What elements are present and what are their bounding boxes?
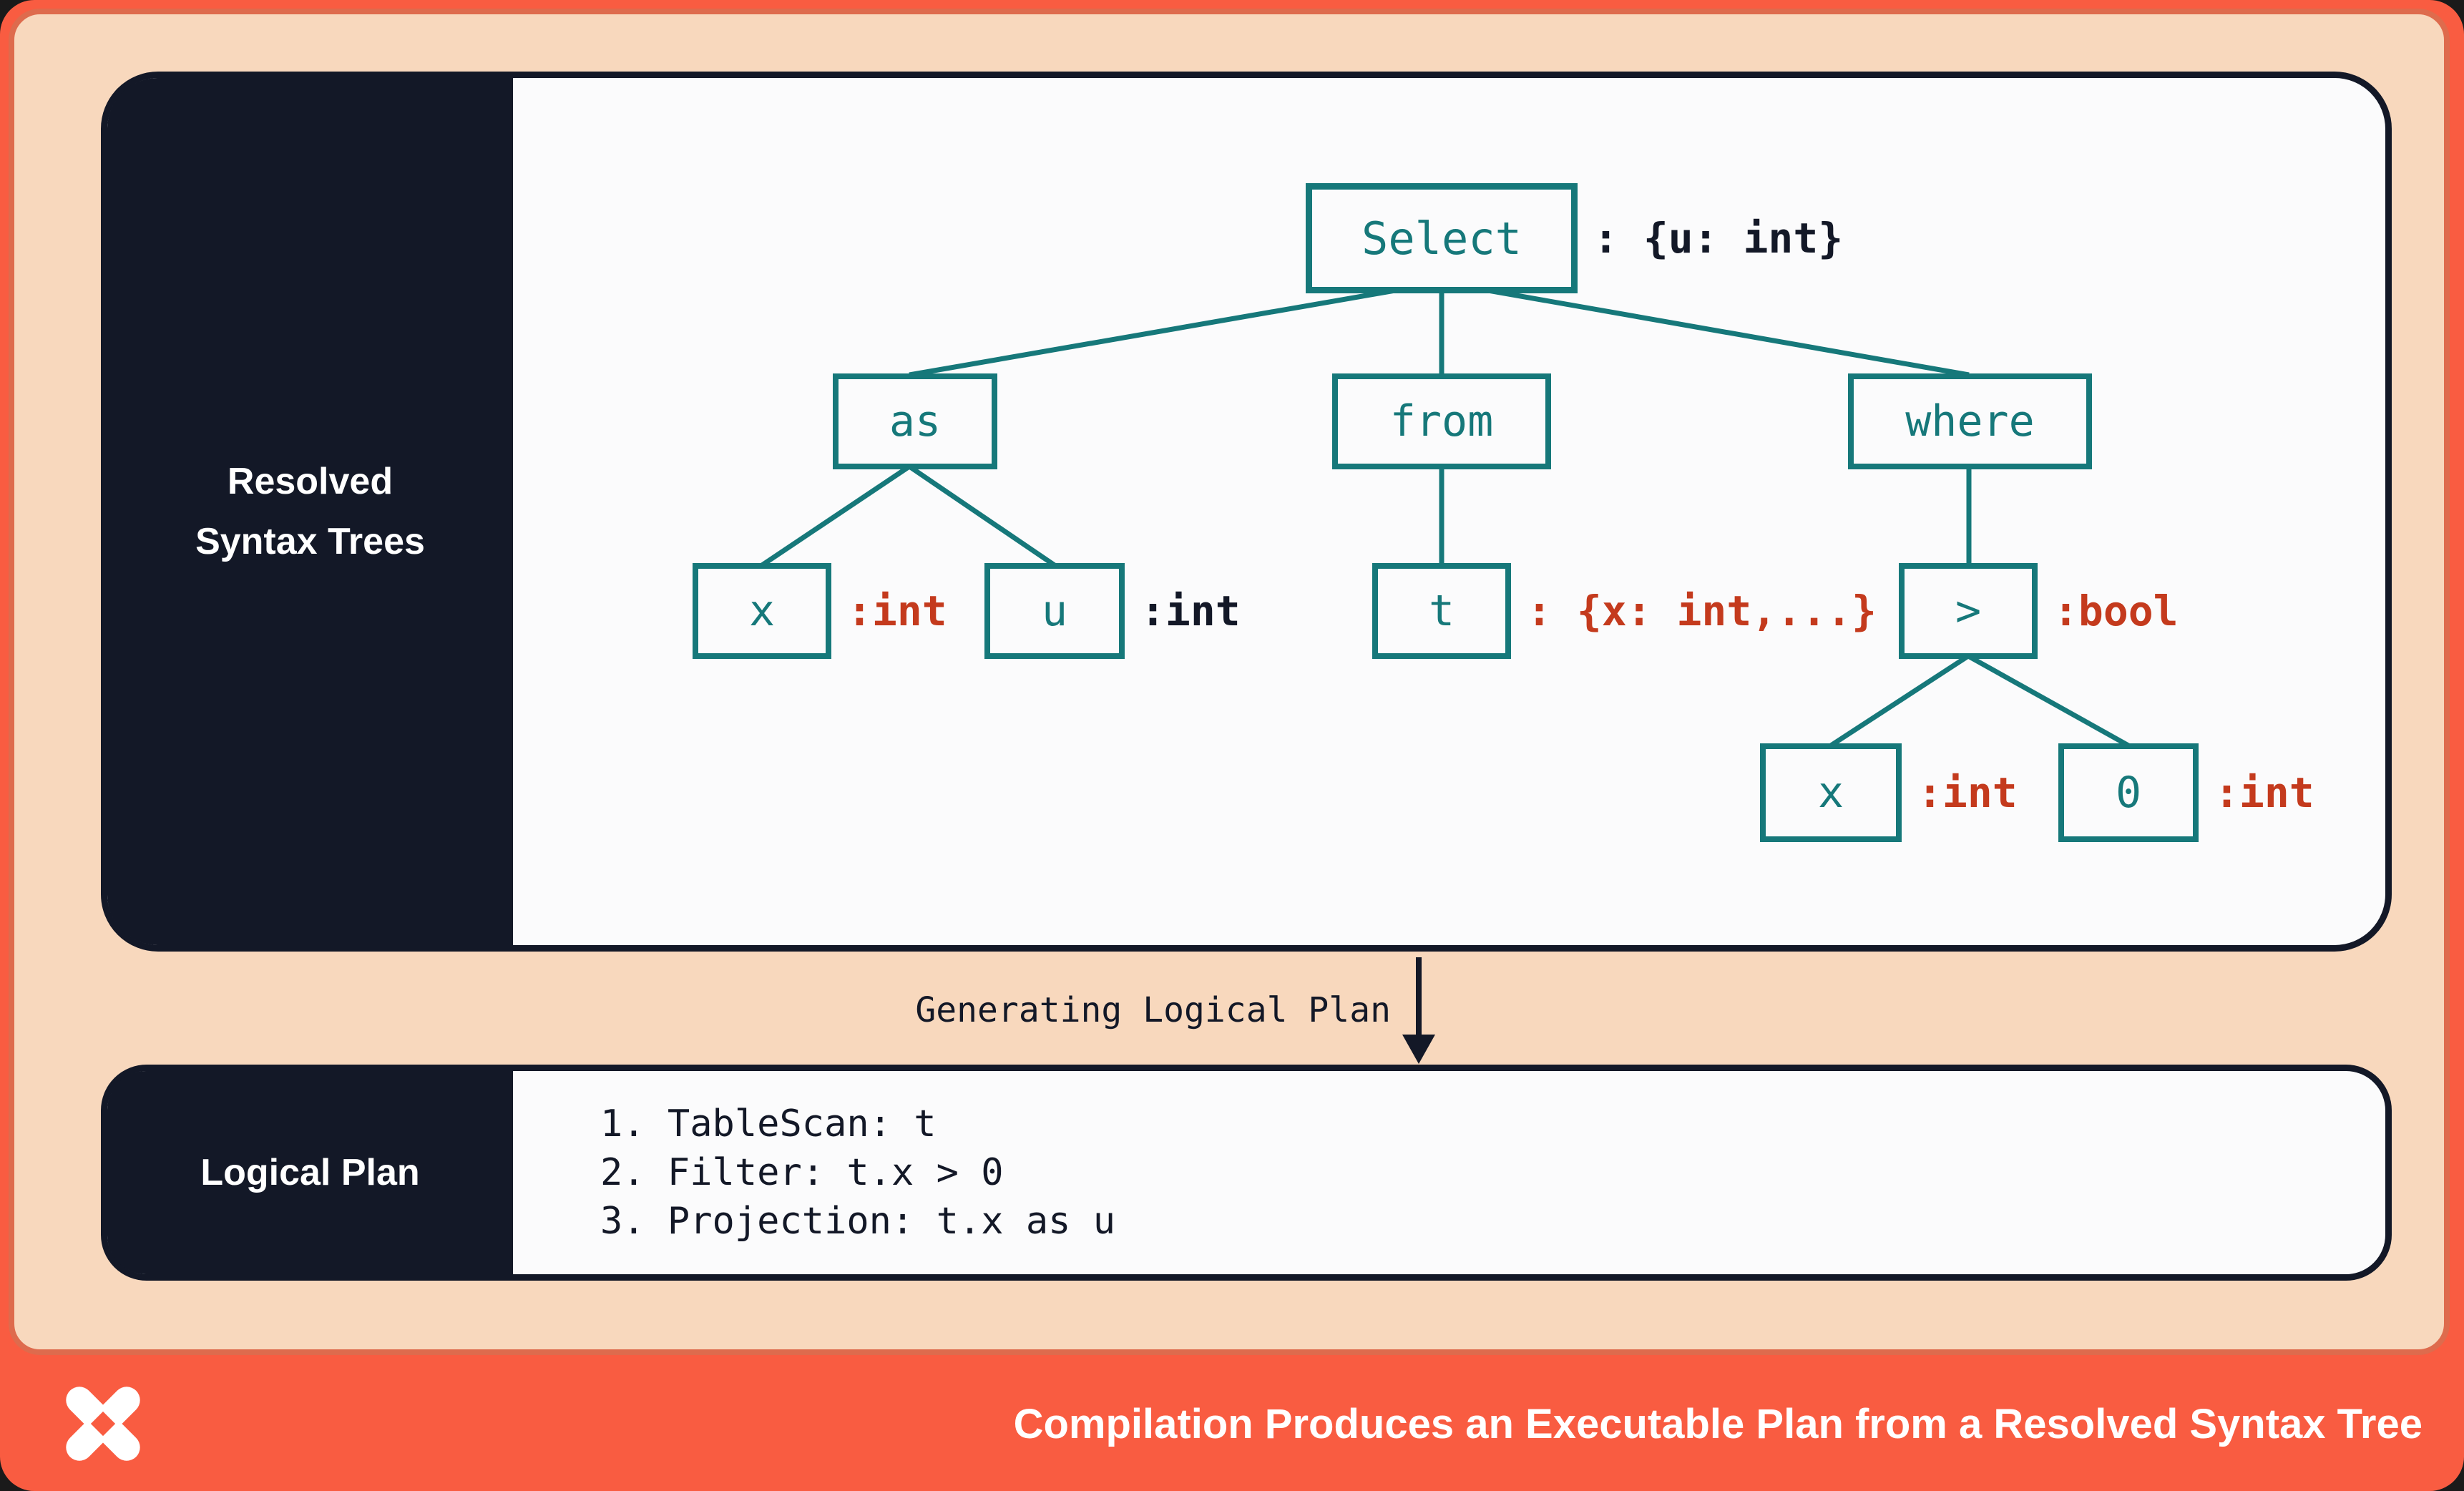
dolt-logo-icon — [66, 1387, 140, 1461]
tree-node-box: u — [984, 563, 1125, 659]
tree-node-label: u — [1041, 586, 1068, 636]
tree-node-box: from — [1332, 373, 1551, 469]
tree-node-t: t : {x: int,...} — [1372, 563, 1877, 659]
tree-node-box: 0 — [2058, 743, 2199, 842]
type-annotation: : {u: int} — [1593, 214, 1844, 263]
tree-node-box: as — [833, 373, 997, 469]
logical-plan-panel: Logical Plan 1. TableScan: t 2. Filter: … — [101, 1065, 2392, 1281]
type-annotation: :bool — [2053, 587, 2179, 635]
tree-node-greater-than: > :bool — [1899, 563, 2179, 659]
tree-node-box: Select — [1306, 183, 1578, 293]
tree-node-from: from — [1332, 373, 1551, 469]
type-annotation: :int — [1140, 587, 1241, 635]
logical-label: Logical Plan — [200, 1152, 420, 1193]
tree-node-box: t — [1372, 563, 1511, 659]
logical-plan-step-2: 2. Filter: t.x > 0 — [600, 1151, 1004, 1194]
tree-node-u: u :int — [984, 563, 1241, 659]
tree-node-label: t — [1428, 586, 1455, 636]
tree-node-box: where — [1848, 373, 2092, 469]
tree-node-label: where — [1905, 396, 2035, 446]
logical-plan-step-1: 1. TableScan: t — [600, 1103, 937, 1145]
tree-node-label: Select — [1361, 212, 1522, 265]
footer: Compilation Produces an Executable Plan … — [0, 1356, 2464, 1491]
tree-node-x-where: x :int — [1760, 743, 2018, 842]
logical-plan-step-3: 3. Projection: t.x as u — [600, 1200, 1116, 1243]
tree-node-as: as — [833, 373, 997, 469]
rst-panel-label: Resolved Syntax Trees — [107, 78, 513, 945]
type-annotation: : {x: int,...} — [1527, 587, 1877, 635]
type-annotation: :int — [1917, 768, 2018, 817]
tree-node-box: x — [693, 563, 831, 659]
tree-node-where: where — [1848, 373, 2092, 469]
tree-node-label: x — [1817, 768, 1844, 818]
resolved-syntax-trees-panel: Resolved Syntax Trees — [101, 72, 2392, 952]
tree-node-select: Select : {u: int} — [1306, 183, 1843, 293]
transition-label: Generating Logical Plan — [915, 990, 1391, 1030]
logical-panel-label: Logical Plan — [107, 1071, 513, 1274]
tree-node-label: from — [1389, 396, 1494, 446]
rst-label-line2: Syntax Trees — [195, 521, 425, 562]
type-annotation: :int — [847, 587, 947, 635]
tree-node-label: 0 — [2115, 768, 2142, 818]
tree-node-zero: 0 :int — [2058, 743, 2314, 842]
footer-title: Compilation Produces an Executable Plan … — [1013, 1400, 2423, 1447]
rst-label-line1: Resolved — [227, 461, 393, 502]
tree-node-x-as: x :int — [693, 563, 947, 659]
tree-node-label: x — [748, 586, 776, 636]
logical-plan-steps: 1. TableScan: t 2. Filter: t.x > 0 3. Pr… — [513, 1071, 2385, 1274]
tree-node-label: as — [889, 396, 942, 446]
tree-node-label: > — [1955, 586, 1982, 636]
tree-node-box: > — [1899, 563, 2038, 659]
tree-node-box: x — [1760, 743, 1902, 842]
type-annotation: :int — [2214, 768, 2314, 817]
